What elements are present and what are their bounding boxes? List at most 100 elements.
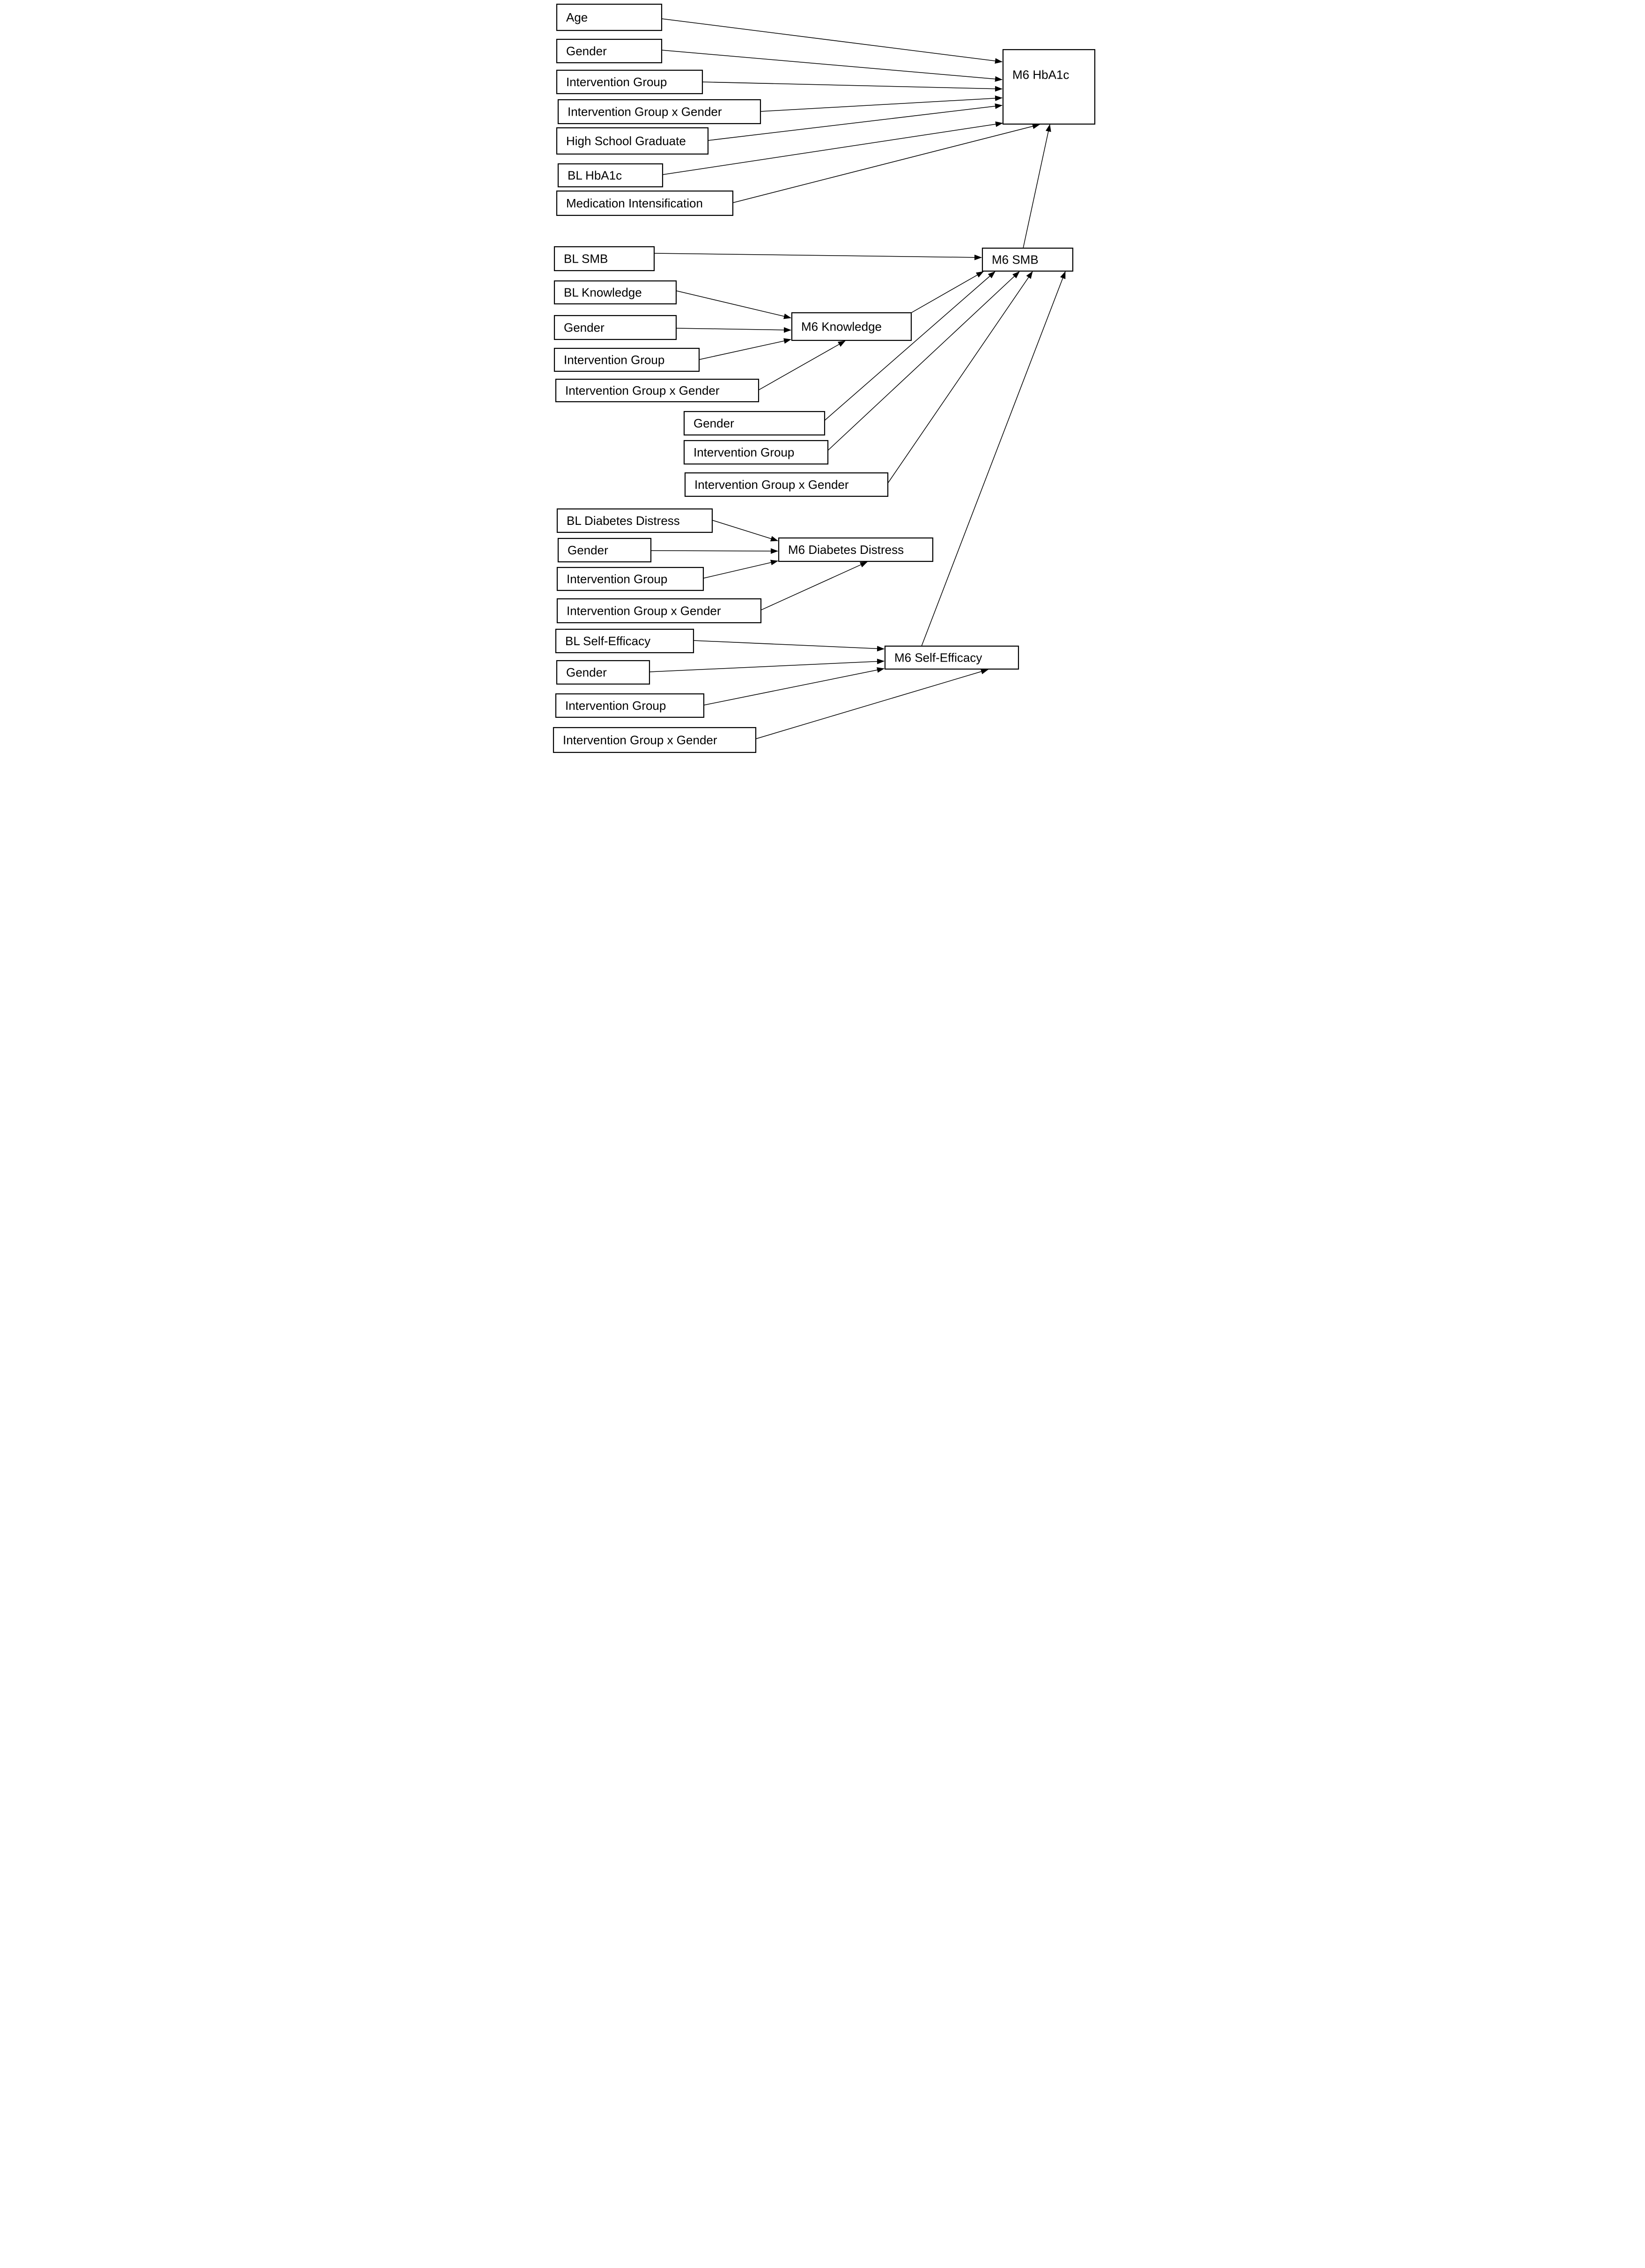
node-label-gender-knowledge: Gender (564, 321, 605, 335)
node-box-gender-distress (557, 538, 652, 563)
edge-medication-intensification-to-m6-hba1c (732, 123, 1040, 203)
node-bl-self-efficacy: BL Self-Efficacy (555, 628, 694, 654)
node-intervention-group-hba1c: Intervention Group (556, 69, 703, 95)
node-label-bl-diabetes-distress: BL Diabetes Distress (567, 514, 680, 528)
edge-bl-smb-to-m6-smb (654, 253, 982, 260)
node-label-intervention-group-x-gender-hba1c: Intervention Group x Gender (568, 105, 722, 119)
node-box-m6-smb (981, 247, 1074, 272)
node-box-bl-hba1c (557, 163, 664, 188)
edge-age-to-m6-hba1c (661, 18, 1003, 64)
edge-intervention-group-x-gender-distress-to-m6-diabetes-distress (760, 561, 868, 611)
node-box-gender-smb (683, 411, 826, 436)
node-box-gender-self-efficacy (556, 660, 650, 685)
node-label-bl-hba1c: BL HbA1c (568, 169, 622, 183)
node-label-intervention-group-smb: Intervention Group (693, 445, 794, 459)
node-box-intervention-group-hba1c (556, 69, 703, 95)
edge-intervention-group-self-efficacy-to-m6-self-efficacy (703, 667, 885, 706)
node-box-bl-self-efficacy (555, 628, 694, 654)
node-label-medication-intensification: Medication Intensification (566, 196, 703, 210)
node-box-intervention-group-knowledge (553, 347, 700, 372)
node-box-gender-knowledge (553, 315, 677, 340)
node-label-m6-knowledge: M6 Knowledge (801, 320, 882, 334)
node-box-m6-knowledge (791, 312, 912, 341)
node-intervention-group-smb: Intervention Group (683, 440, 829, 465)
node-box-intervention-group-distress (556, 567, 704, 591)
node-bl-hba1c: BL HbA1c (557, 163, 664, 188)
edge-intervention-group-smb-to-m6-smb (827, 271, 1020, 451)
node-label-intervention-group-x-gender-knowledge: Intervention Group x Gender (565, 383, 720, 398)
node-box-intervention-group-x-gender-knowledge (555, 378, 760, 403)
node-box-intervention-group-smb (683, 440, 829, 465)
node-box-intervention-group-x-gender-smb (684, 472, 889, 497)
node-m6-knowledge: M6 Knowledge (791, 312, 912, 341)
edge-high-school-graduate-to-m6-hba1c (708, 103, 1003, 141)
node-intervention-group-x-gender-distress: Intervention Group x Gender (556, 598, 762, 624)
node-gender-hba1c: Gender (556, 38, 663, 64)
edge-intervention-group-x-gender-self-efficacy-to-m6-self-efficacy (755, 669, 988, 739)
node-box-intervention-group-x-gender-self-efficacy (553, 727, 757, 753)
node-medication-intensification: Medication Intensification (556, 190, 734, 216)
node-bl-diabetes-distress: BL Diabetes Distress (556, 508, 713, 533)
edge-intervention-group-x-gender-smb-to-m6-smb (887, 271, 1033, 484)
node-m6-smb: M6 SMB (981, 247, 1074, 272)
node-label-intervention-group-x-gender-self-efficacy: Intervention Group x Gender (563, 733, 717, 747)
edge-m6-self-efficacy-to-m6-smb (921, 271, 1066, 647)
node-label-bl-smb: BL SMB (564, 252, 608, 266)
node-label-gender-distress: Gender (568, 543, 608, 557)
edge-bl-knowledge-to-m6-knowledge (676, 290, 791, 319)
node-box-gender-hba1c (556, 38, 663, 64)
node-age: Age (556, 3, 663, 31)
node-intervention-group-distress: Intervention Group (556, 567, 704, 591)
node-label-gender-hba1c: Gender (566, 44, 607, 58)
node-label-m6-hba1c: M6 HbA1c (1012, 68, 1069, 82)
node-label-bl-self-efficacy: BL Self-Efficacy (565, 634, 650, 648)
node-gender-smb: Gender (683, 411, 826, 436)
node-intervention-group-knowledge: Intervention Group (553, 347, 700, 372)
node-box-bl-smb (553, 246, 655, 272)
node-label-intervention-group-hba1c: Intervention Group (566, 75, 667, 89)
node-label-intervention-group-distress: Intervention Group (567, 572, 667, 586)
edge-gender-hba1c-to-m6-hba1c (661, 50, 1003, 82)
node-label-high-school-graduate: High School Graduate (566, 134, 686, 148)
node-label-age: Age (566, 10, 588, 24)
edge-gender-smb-to-m6-smb (824, 271, 996, 421)
node-high-school-graduate: High School Graduate (556, 127, 709, 155)
node-label-m6-self-efficacy: M6 Self-Efficacy (894, 651, 982, 665)
node-gender-self-efficacy: Gender (556, 660, 650, 685)
node-box-intervention-group-x-gender-distress (556, 598, 762, 624)
node-label-m6-diabetes-distress: M6 Diabetes Distress (788, 543, 904, 557)
node-box-age (556, 3, 663, 31)
edge-m6-smb-to-m6-hba1c (1023, 124, 1051, 249)
node-intervention-group-self-efficacy: Intervention Group (555, 693, 705, 718)
edge-bl-hba1c-to-m6-hba1c (662, 121, 1003, 175)
node-label-gender-self-efficacy: Gender (566, 665, 607, 679)
node-box-bl-knowledge (553, 280, 677, 305)
node-label-intervention-group-self-efficacy: Intervention Group (565, 699, 666, 713)
edge-bl-self-efficacy-to-m6-self-efficacy (693, 640, 885, 652)
edge-intervention-group-x-gender-knowledge-to-m6-knowledge (758, 340, 846, 390)
node-label-intervention-group-x-gender-distress: Intervention Group x Gender (567, 604, 721, 618)
edge-bl-diabetes-distress-to-m6-diabetes-distress (712, 520, 778, 542)
node-box-bl-diabetes-distress (556, 508, 713, 533)
node-intervention-group-x-gender-smb: Intervention Group x Gender (684, 472, 889, 497)
node-m6-hba1c: M6 HbA1c (1002, 49, 1096, 125)
edge-m6-knowledge-to-m6-smb (911, 271, 984, 313)
node-label-intervention-group-x-gender-smb: Intervention Group x Gender (694, 478, 849, 492)
node-intervention-group-x-gender-hba1c: Intervention Group x Gender (557, 99, 761, 125)
node-box-m6-self-efficacy (884, 645, 1019, 670)
edge-gender-knowledge-to-m6-knowledge (676, 327, 791, 333)
node-label-intervention-group-knowledge: Intervention Group (564, 353, 664, 367)
node-bl-smb: BL SMB (553, 246, 655, 272)
edge-gender-self-efficacy-to-m6-self-efficacy (649, 658, 885, 672)
node-box-m6-hba1c (1002, 49, 1096, 125)
node-box-m6-diabetes-distress (778, 537, 934, 562)
edges-layer (649, 18, 1066, 739)
node-box-intervention-group-x-gender-hba1c (557, 99, 761, 125)
node-intervention-group-x-gender-knowledge: Intervention Group x Gender (555, 378, 760, 403)
edge-intervention-group-distress-to-m6-diabetes-distress (703, 560, 778, 579)
node-m6-self-efficacy: M6 Self-Efficacy (884, 645, 1019, 670)
edge-intervention-group-knowledge-to-m6-knowledge (699, 338, 791, 360)
